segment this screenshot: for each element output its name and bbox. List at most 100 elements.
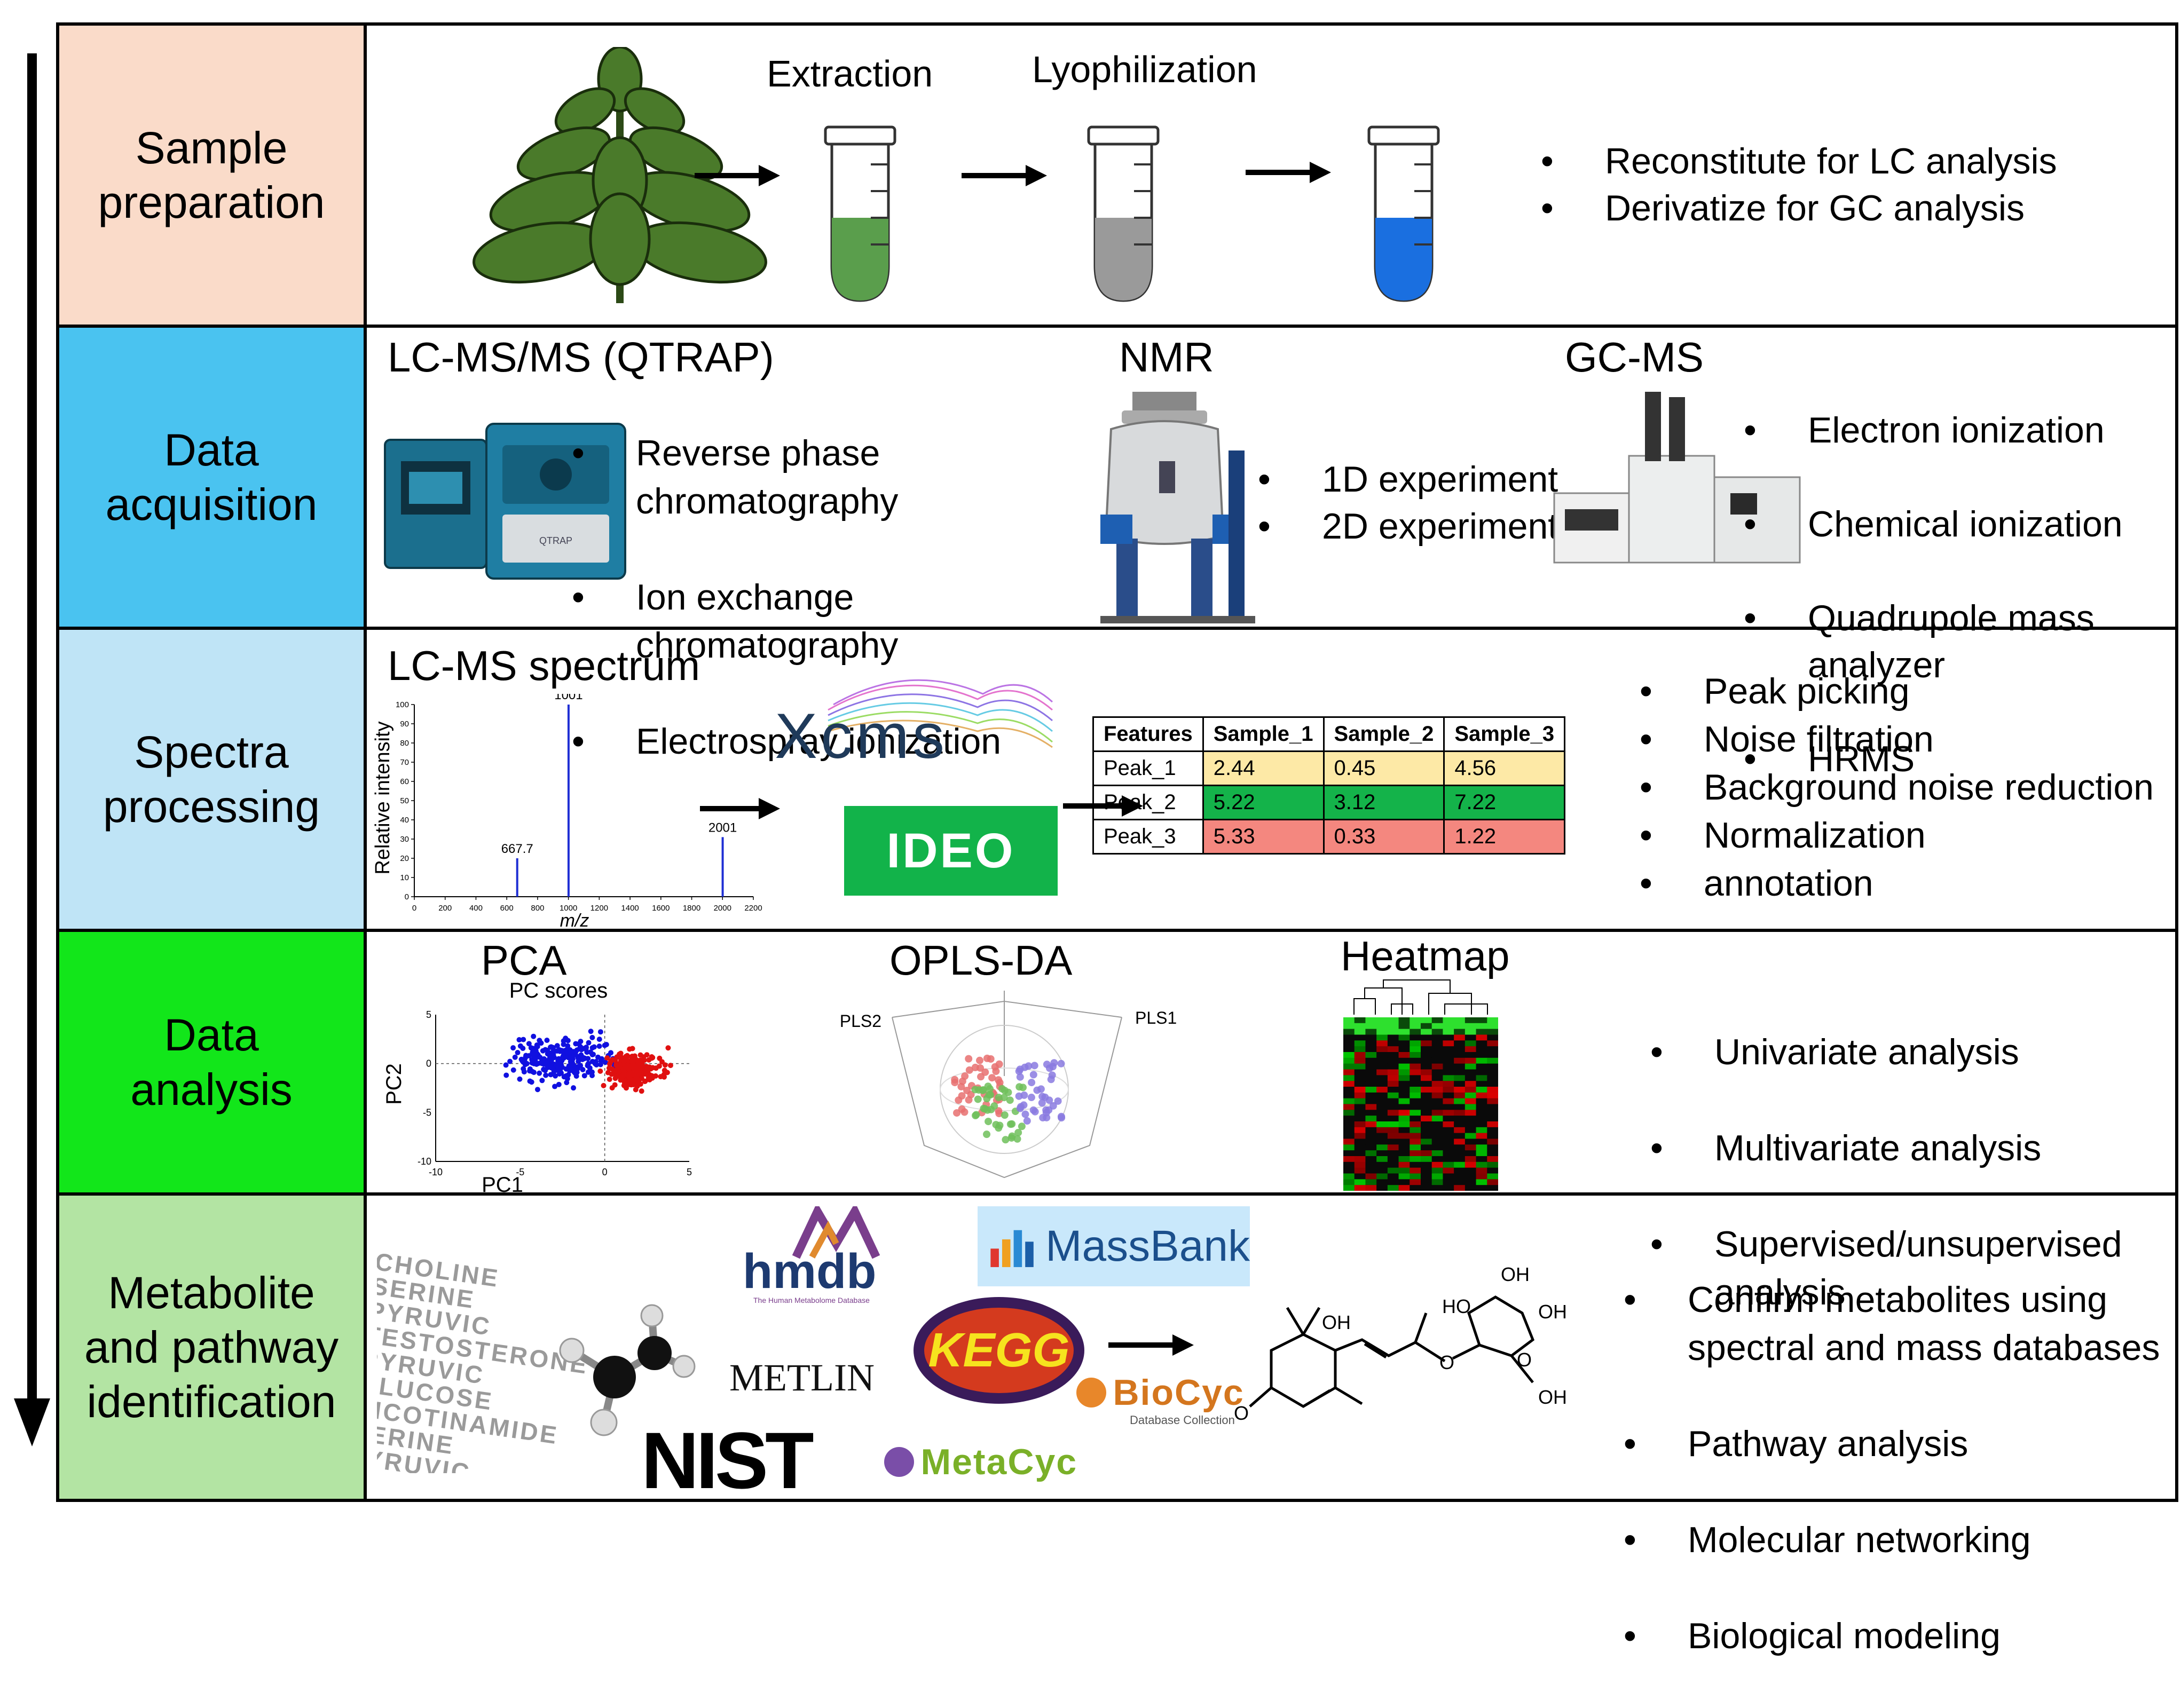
opls-point	[1028, 1079, 1036, 1087]
heatmap-cell	[1365, 1138, 1377, 1145]
heatmap-cell	[1443, 1046, 1454, 1053]
heatmap-cell	[1343, 1017, 1355, 1024]
heatmap-cell	[1421, 1156, 1432, 1163]
scatter-point	[529, 1069, 535, 1074]
tube-green-icon	[824, 125, 896, 302]
heatmap-cell	[1343, 1150, 1355, 1157]
heatmap-cell	[1354, 1156, 1366, 1163]
heatmap-cell	[1487, 1144, 1498, 1151]
heatmap-cell	[1476, 1121, 1487, 1128]
heatmap-cell	[1387, 1081, 1399, 1087]
heatmap-cell	[1487, 1185, 1498, 1191]
heatmap-cell	[1376, 1150, 1388, 1157]
biocyc-icon	[1076, 1378, 1106, 1407]
heatmap-cell	[1454, 1029, 1466, 1035]
scatter-point	[665, 1045, 671, 1051]
scatter-point	[607, 1077, 612, 1082]
heatmap-cell	[1354, 1034, 1366, 1041]
heatmap-cell	[1398, 1063, 1410, 1070]
heatmap-cell	[1431, 1133, 1443, 1139]
heatmap-cell	[1487, 1029, 1498, 1035]
heatmap-cell	[1354, 1185, 1366, 1191]
x-tick-label: 5	[687, 1167, 692, 1177]
heatmap-cell	[1354, 1138, 1366, 1145]
heatmap-cell	[1476, 1081, 1487, 1087]
scatter-point	[631, 1057, 637, 1063]
heatmap-cell	[1454, 1052, 1466, 1058]
opls-point	[1019, 1084, 1027, 1092]
heatmap-cell	[1487, 1081, 1498, 1087]
heatmap-cell	[1421, 1133, 1432, 1139]
bullet-item: Electrospray ionization	[572, 717, 1001, 765]
heatmap-cell	[1410, 1150, 1421, 1157]
heatmap-cell	[1443, 1063, 1454, 1070]
scatter-point	[667, 1063, 673, 1069]
scatter-point	[617, 1053, 623, 1059]
scatter-point	[548, 1057, 554, 1063]
heatmap-cell	[1387, 1075, 1399, 1081]
y-tick-label: 20	[400, 854, 409, 863]
scatter-point	[627, 1046, 633, 1052]
heatmap-cell	[1343, 1092, 1355, 1099]
heatmap-cell	[1487, 1138, 1498, 1145]
heatmap-cell	[1487, 1098, 1498, 1104]
heatmap-cell	[1387, 1127, 1399, 1134]
heatmap-cell	[1410, 1017, 1421, 1024]
heatmap-cell	[1476, 1087, 1487, 1093]
heatmap-cell	[1410, 1104, 1421, 1110]
heatmap-cell	[1343, 1138, 1355, 1145]
structure-label: O	[1517, 1349, 1532, 1371]
heatmap-cell	[1365, 1185, 1377, 1191]
heatmap-cell	[1487, 1023, 1498, 1030]
scatter-point	[548, 1065, 554, 1071]
heatmap-cell	[1365, 1110, 1377, 1116]
spectrum-xlabel: m/z	[560, 911, 589, 931]
x-tick-label: 1200	[590, 904, 608, 913]
heatmap-cell	[1365, 1034, 1377, 1041]
scatter-point	[540, 1048, 546, 1054]
heatmap-cell	[1487, 1104, 1498, 1110]
opls-point	[1054, 1097, 1062, 1105]
heatmap-cell	[1476, 1127, 1487, 1134]
kegg-logo-text: KEGG	[928, 1324, 1069, 1377]
heatmap-cell	[1443, 1150, 1454, 1157]
heatmap-cell	[1431, 1179, 1443, 1185]
heatmap-cell	[1376, 1179, 1388, 1185]
heatmap-cell	[1410, 1138, 1421, 1145]
heatmap-cell	[1410, 1156, 1421, 1163]
heatmap-cell	[1431, 1127, 1443, 1134]
bullet-item: 2D experiment	[1258, 503, 1558, 550]
opls-point	[1045, 1096, 1053, 1104]
heatmap-cell	[1376, 1092, 1388, 1099]
scatter-point	[542, 1068, 548, 1073]
scatter-point	[596, 1043, 602, 1049]
row-label-data-acquisition: Data acquisition	[59, 328, 367, 627]
pca-ylabel: PC2	[382, 1063, 406, 1105]
heatmap-cell	[1410, 1063, 1421, 1070]
heatmap-cell	[1410, 1179, 1421, 1185]
heatmap-cell	[1410, 1121, 1421, 1128]
opls-point	[963, 1087, 971, 1095]
scatter-point	[510, 1045, 516, 1051]
heatmap-cell	[1431, 1144, 1443, 1151]
heatmap-cell	[1454, 1161, 1466, 1168]
heatmap-cell	[1343, 1173, 1355, 1180]
x-tick-label: 1600	[652, 904, 670, 913]
heatmap-cell	[1376, 1138, 1388, 1145]
heatmap-cell	[1354, 1075, 1366, 1081]
heatmap-cell	[1476, 1133, 1487, 1139]
heatmap-cell	[1465, 1029, 1477, 1035]
heatmap-cell	[1476, 1040, 1487, 1047]
heatmap-cell	[1398, 1040, 1410, 1047]
heatmap-cell	[1465, 1144, 1477, 1151]
row-label-spectra-processing: Spectra processing	[59, 630, 367, 929]
heatmap-cell	[1343, 1116, 1355, 1122]
scatter-point	[597, 1029, 603, 1035]
scatter-point	[604, 1055, 610, 1061]
heatmap-cell	[1431, 1150, 1443, 1157]
heatmap-cell	[1465, 1161, 1477, 1168]
metacyc-logo-text: MetaCyc	[920, 1442, 1078, 1482]
heatmap-cell	[1376, 1185, 1388, 1191]
scatter-point	[539, 1059, 545, 1065]
heatmap-cell	[1376, 1087, 1388, 1093]
